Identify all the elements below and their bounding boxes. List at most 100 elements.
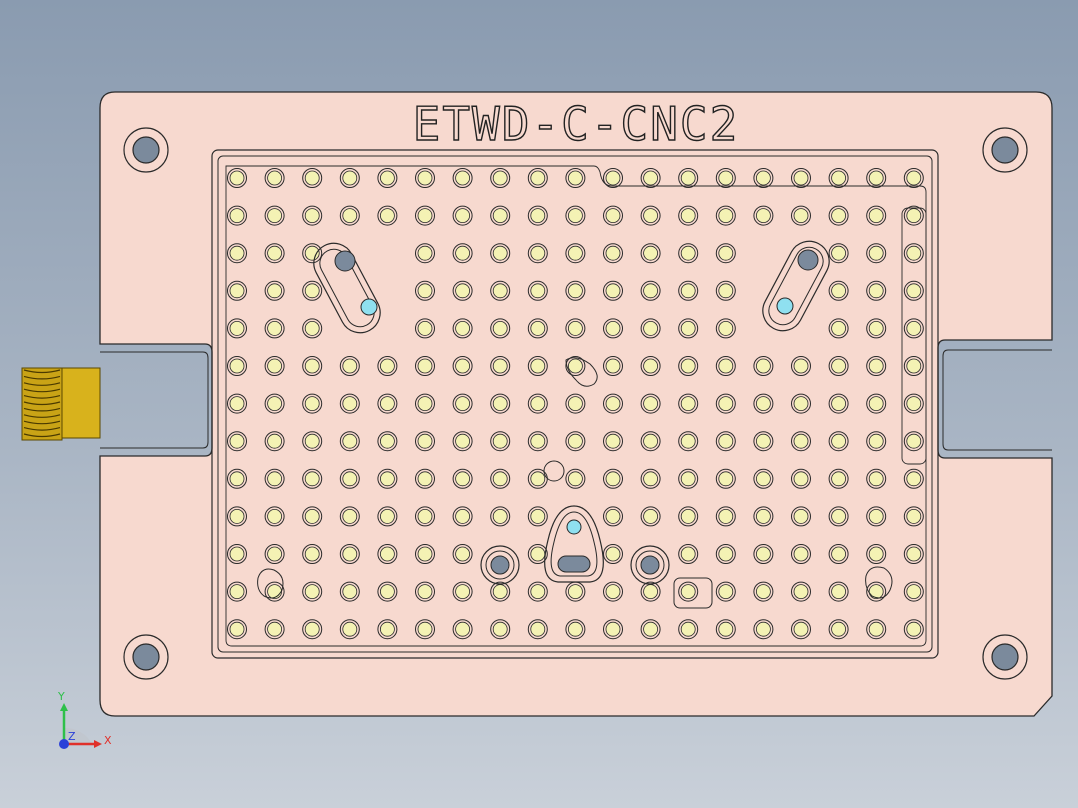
pogo-pin[interactable]: [455, 621, 471, 637]
pogo-pin[interactable]: [680, 245, 696, 261]
pogo-pin[interactable]: [304, 433, 320, 449]
pogo-pin[interactable]: [680, 509, 696, 524]
pogo-pin[interactable]: [267, 584, 283, 599]
pogo-pin[interactable]: [492, 509, 508, 524]
pogo-pin[interactable]: [455, 509, 471, 524]
pogo-pin[interactable]: [304, 283, 320, 299]
pogo-pin[interactable]: [643, 283, 658, 299]
pogo-pin[interactable]: [680, 208, 696, 224]
pogo-pin[interactable]: [379, 584, 395, 599]
pogo-pin[interactable]: [455, 208, 471, 224]
pogo-pin[interactable]: [793, 584, 809, 599]
pogo-pin[interactable]: [643, 471, 658, 487]
pogo-pin[interactable]: [267, 245, 283, 261]
pogo-pin[interactable]: [906, 245, 922, 261]
pogo-pin[interactable]: [229, 208, 245, 224]
pogo-pin[interactable]: [756, 208, 771, 224]
pogo-pin[interactable]: [756, 471, 771, 487]
pogo-pin[interactable]: [831, 170, 846, 186]
pogo-pin[interactable]: [492, 358, 508, 374]
pogo-pin[interactable]: [756, 433, 771, 449]
pogo-pin[interactable]: [831, 584, 846, 599]
pogo-pin[interactable]: [906, 546, 922, 562]
pogo-pin[interactable]: [643, 509, 658, 524]
pogo-pin[interactable]: [605, 283, 621, 299]
pogo-pin[interactable]: [568, 358, 583, 374]
sma-connector-icon[interactable]: [21, 367, 101, 441]
pogo-pin[interactable]: [868, 509, 884, 524]
pogo-pin[interactable]: [417, 208, 433, 224]
pogo-pin[interactable]: [756, 584, 771, 599]
pogo-pin[interactable]: [718, 208, 734, 224]
pogo-pin[interactable]: [455, 245, 471, 261]
pogo-pin[interactable]: [643, 320, 658, 336]
mounting-hole-bottom-left[interactable]: [123, 634, 169, 680]
pogo-pin[interactable]: [718, 170, 734, 186]
pogo-pin[interactable]: [568, 433, 583, 449]
pogo-pin[interactable]: [267, 358, 283, 374]
pogo-pin[interactable]: [229, 509, 245, 524]
pogo-pin[interactable]: [342, 546, 358, 562]
pogo-pin[interactable]: [831, 396, 846, 412]
pogo-pin[interactable]: [229, 170, 245, 186]
pogo-pin[interactable]: [643, 208, 658, 224]
pogo-pin[interactable]: [718, 283, 734, 299]
pogo-pin[interactable]: [680, 433, 696, 449]
pogo-pin[interactable]: [267, 320, 283, 336]
pogo-pin[interactable]: [605, 471, 621, 487]
pogo-pin[interactable]: [793, 471, 809, 487]
guide-hole-right[interactable]: [630, 545, 670, 585]
pogo-pin[interactable]: [342, 170, 358, 186]
pogo-pin[interactable]: [379, 509, 395, 524]
pogo-pin[interactable]: [718, 396, 734, 412]
pogo-pin[interactable]: [718, 621, 734, 637]
pogo-pin[interactable]: [793, 358, 809, 374]
pogo-pin[interactable]: [342, 396, 358, 412]
pogo-pin[interactable]: [643, 584, 658, 599]
pogo-pin[interactable]: [379, 170, 395, 186]
pogo-pin[interactable]: [831, 433, 846, 449]
pogo-pin[interactable]: [417, 358, 433, 374]
pogo-pin[interactable]: [229, 283, 245, 299]
pogo-pin[interactable]: [568, 584, 583, 599]
pogo-pin[interactable]: [417, 170, 433, 186]
pogo-pin[interactable]: [267, 283, 283, 299]
pogo-pin[interactable]: [756, 509, 771, 524]
pogo-pin[interactable]: [267, 621, 283, 637]
pogo-pin[interactable]: [530, 433, 546, 449]
pogo-pin[interactable]: [267, 396, 283, 412]
pogo-pin[interactable]: [379, 396, 395, 412]
pogo-pin[interactable]: [756, 358, 771, 374]
pogo-pin[interactable]: [455, 471, 471, 487]
pogo-pin[interactable]: [680, 396, 696, 412]
mounting-hole-bottom-right[interactable]: [982, 634, 1028, 680]
pogo-pin[interactable]: [680, 546, 696, 562]
pogo-pin[interactable]: [868, 170, 884, 186]
pogo-pin[interactable]: [304, 396, 320, 412]
pogo-pin[interactable]: [304, 245, 320, 261]
pogo-pin[interactable]: [906, 396, 922, 412]
pogo-pin[interactable]: [605, 584, 621, 599]
pogo-pin[interactable]: [229, 621, 245, 637]
pogo-pin[interactable]: [530, 546, 546, 562]
pogo-pin[interactable]: [379, 471, 395, 487]
pogo-pin[interactable]: [267, 433, 283, 449]
pogo-pin[interactable]: [868, 433, 884, 449]
pogo-pin[interactable]: [379, 546, 395, 562]
pogo-pin[interactable]: [342, 471, 358, 487]
pogo-pin[interactable]: [492, 320, 508, 336]
pogo-pin[interactable]: [530, 245, 546, 261]
pogo-pin[interactable]: [831, 245, 846, 261]
pogo-pin[interactable]: [530, 358, 546, 374]
pogo-pin[interactable]: [342, 509, 358, 524]
pogo-pin[interactable]: [492, 396, 508, 412]
pogo-pin[interactable]: [568, 621, 583, 637]
pogo-pin[interactable]: [342, 208, 358, 224]
pogo-pin[interactable]: [868, 584, 884, 599]
pogo-pin[interactable]: [643, 170, 658, 186]
pogo-pin[interactable]: [530, 170, 546, 186]
pogo-pin[interactable]: [831, 283, 846, 299]
pogo-pin[interactable]: [568, 396, 583, 412]
